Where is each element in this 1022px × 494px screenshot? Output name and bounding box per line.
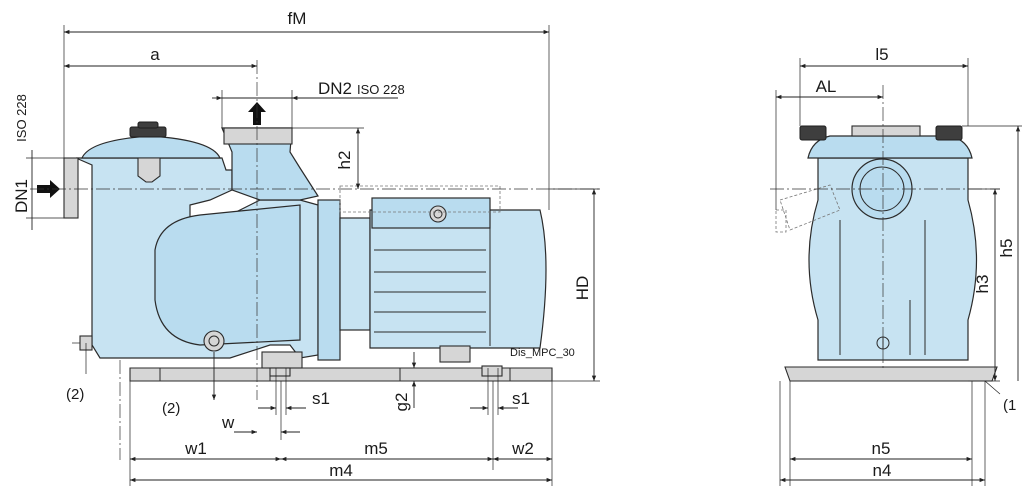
label-h3: h3 [973,275,992,294]
strainer-lid [81,135,221,159]
label-l5: l5 [875,45,888,64]
label-DN1-iso: ISO 228 [14,94,29,142]
label-n4: n4 [873,461,892,480]
label-DN1: DN1 [12,179,31,213]
motor-foot-bolt [481,365,503,377]
label-note2-center: (2) [162,400,180,417]
side-view [30,60,600,460]
drain-plug-center [203,330,225,352]
inlet-flange [63,157,79,219]
front-base-plate [784,366,998,382]
label-DN2-iso: ISO 228 [357,82,405,97]
volute [154,204,301,346]
label-h5: h5 [997,239,1016,258]
motor-body [369,209,547,349]
pump-foot-left [261,351,303,369]
label-drawing-id: Dis_MPC_30 [510,347,575,359]
label-n5: n5 [872,439,891,458]
label-a: a [150,45,160,64]
side-dimensions [26,25,600,486]
label-s1-right: s1 [512,389,530,408]
motor-foot [439,345,471,363]
label-h2: h2 [335,151,354,170]
motor-flange [317,199,341,361]
label-AL: AL [816,77,837,96]
front-pump-body [808,157,978,361]
front-dimensions [775,58,1022,486]
label-DN2: DN2 [318,79,352,98]
lid-latch [137,157,161,183]
label-fM: fM [288,9,307,28]
label-note1: (1 [1003,397,1016,414]
label-w1: w1 [184,439,207,458]
front-view [770,85,1000,382]
label-HD: HD [573,276,592,301]
front-knob-left [799,125,827,141]
label-s1-left: s1 [312,389,330,408]
motor-adaptor [339,217,371,331]
outlet-flange [223,127,293,145]
front-labels: l5 AL h3 h5 n5 n4 (1 [816,45,1017,480]
label-m5: m5 [364,439,388,458]
label-g2: g2 [392,393,411,412]
cable-gland [429,205,447,223]
label-m4: m4 [329,461,353,480]
label-w: w [221,413,235,432]
side-labels: fM a DN2 ISO 228 DN1 ISO 228 h2 HD g2 s1… [12,9,592,480]
label-note2-left: (2) [66,386,84,403]
label-w2: w2 [511,439,534,458]
front-knob-right [935,125,963,141]
